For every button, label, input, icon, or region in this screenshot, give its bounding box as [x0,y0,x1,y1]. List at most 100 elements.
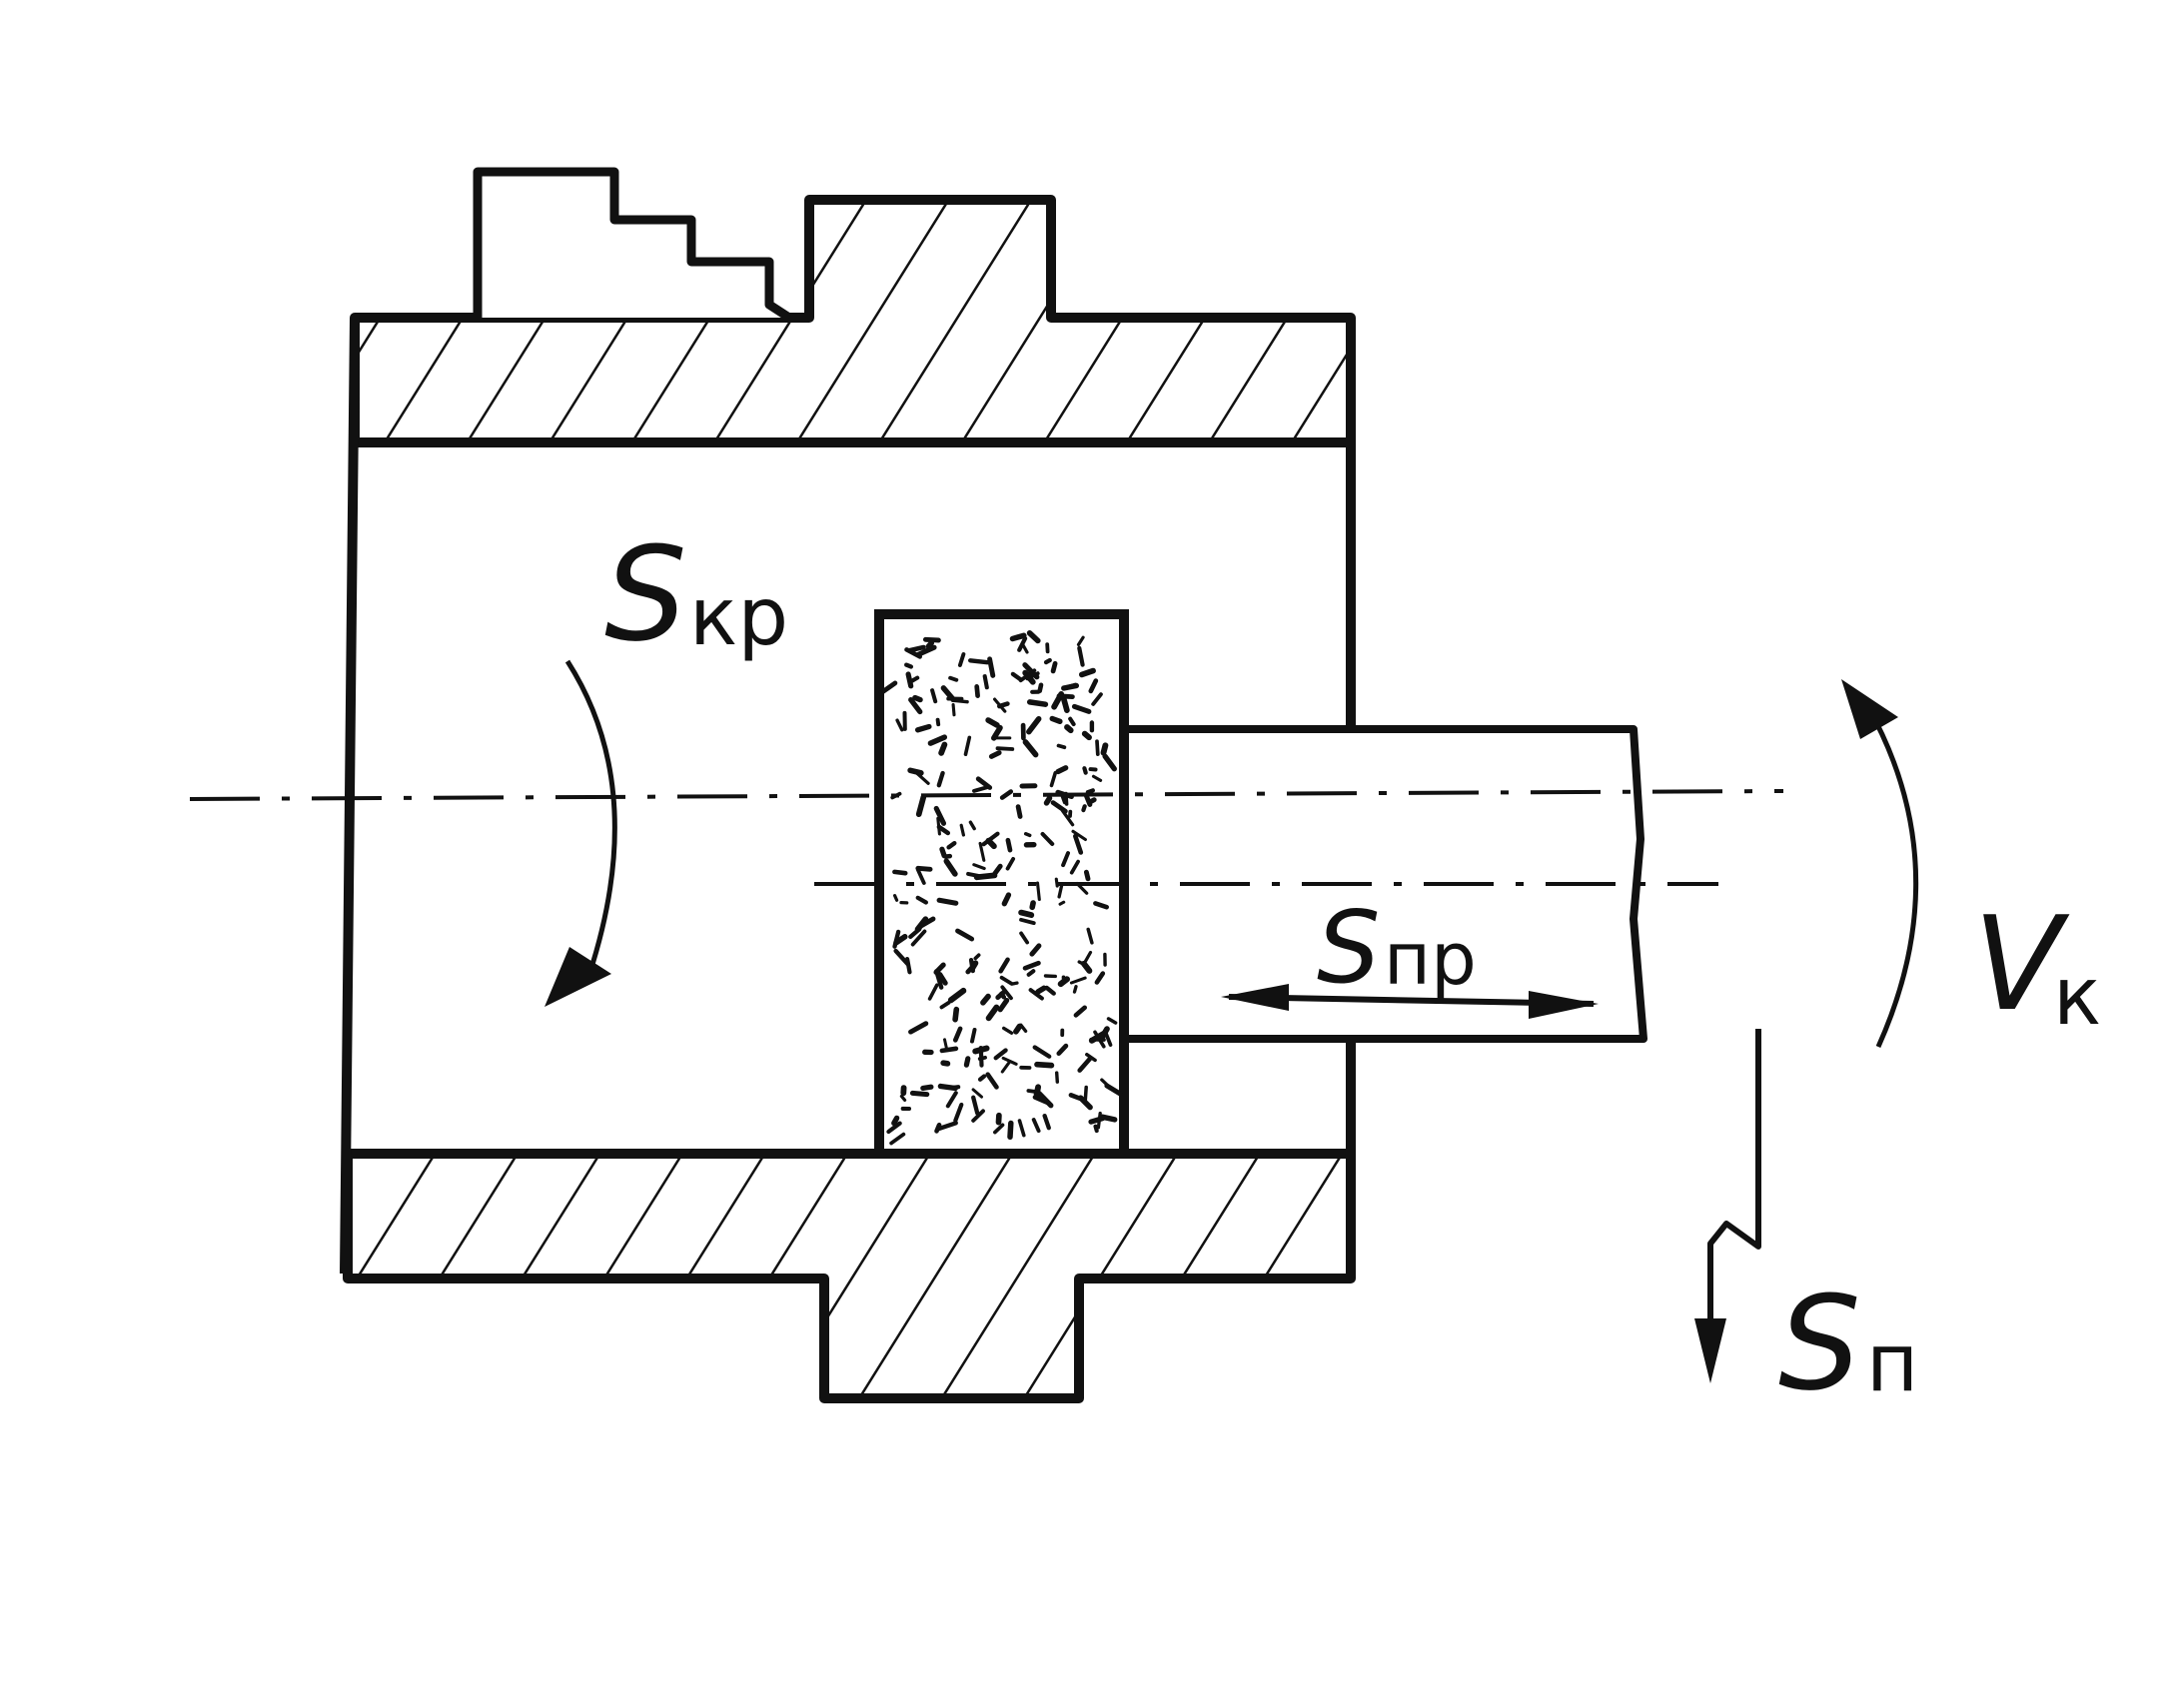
abrasive-grain [936,897,959,906]
abrasive-grain [1091,692,1103,706]
abrasive-grain [982,674,989,690]
abrasive-grain [1000,1060,1012,1074]
abrasive-grain [889,1132,906,1146]
abrasive-grain [988,750,1002,759]
abrasive-grain [1056,1043,1069,1057]
abrasive-grain [1100,1078,1111,1089]
label-plunge-feed-sub: п [1866,1316,1918,1409]
abrasive-grain [1081,804,1087,813]
abrasive-grain [1019,1023,1028,1033]
abrasive-grain [971,1109,985,1123]
abrasive-grain [893,948,910,967]
abrasive-grain [1078,667,1096,678]
abrasive-grain [1077,1056,1093,1073]
abrasive-grain [1022,739,1039,758]
abrasive-grain [993,1048,1008,1061]
abrasive-grain [947,987,967,1004]
abrasive-grain [955,928,975,942]
abrasive-grain [971,1088,983,1099]
abrasive-grain [972,1045,990,1055]
abrasive-grain [1093,901,1109,910]
abrasive-grain [899,1094,907,1103]
abrasive-grain [1026,1089,1037,1094]
abrasive-grain [957,652,966,667]
abrasive-grain [1029,900,1036,911]
abrasive-grain [909,1090,930,1098]
abrasive-grain [1069,976,1087,985]
abrasive-grain [1022,662,1040,680]
abrasive-grain [1091,774,1103,782]
abrasive-grain [963,1056,971,1068]
abrasive-grain [893,933,908,946]
abrasive-grain [968,820,976,831]
abrasive-grain [1043,657,1052,665]
abrasive-grain [1049,715,1063,724]
abrasive-grain [973,953,981,961]
abrasive-grain [1015,804,1023,819]
abrasive-grain [927,734,948,746]
abrasive-grain [933,962,946,975]
abrasive-grain [1087,797,1097,805]
abrasive-grain [1099,1114,1118,1123]
abrasive-grain [939,846,947,859]
abrasive-grain [1093,1124,1099,1134]
longitudinal-feed-arrowhead-right [1529,991,1599,1019]
label-longitudinal-feed: S пр [1317,889,1477,1006]
abrasive-grain [1013,1023,1023,1035]
stepped-clamp [473,167,792,322]
abrasive-grain [1029,943,1042,957]
abrasive-grain [1002,1026,1014,1035]
circular-feed-arrow [564,659,617,975]
abrasive-grain-texture [878,629,1123,1146]
abrasive-grain [1071,829,1087,842]
label-workpiece-speed: V к [1973,888,2101,1043]
abrasive-grain [925,640,935,649]
abrasive-grain [985,1072,999,1090]
abrasive-grain [936,770,945,788]
abrasive-grain [915,794,927,818]
abrasive-grain [985,717,1000,728]
abrasive-grain [940,685,956,703]
abrasive-grain [912,694,923,703]
abrasive-grain [1026,715,1042,735]
abrasive-grain [930,688,938,704]
abrasive-grain [943,858,958,877]
abrasive-grain [1009,632,1027,642]
abrasive-grain [920,1084,934,1092]
abrasive-grain [1017,1119,1026,1138]
abrasive-grain [1085,1052,1097,1063]
abrasive-grain [1019,931,1029,945]
abrasive-grain [946,841,957,850]
abrasive-grain [971,1095,980,1116]
abrasive-grain [1064,724,1074,734]
spindle-shaft [1124,725,1647,1043]
abrasive-grain [1058,900,1066,906]
abrasive-grain [973,872,998,881]
abrasive-grain [990,724,1003,741]
abrasive-grain [908,675,920,684]
abrasive-grain [1043,795,1053,806]
abrasive-grain [1085,788,1095,795]
abrasive-grain [951,703,956,717]
abrasive-grain [1088,678,1099,694]
abrasive-grain [981,831,1000,847]
plunge-feed-arrow [1707,1029,1761,1343]
abrasive-grain [1083,869,1091,882]
abrasive-grain [996,701,1010,709]
abrasive-grain [999,975,1014,986]
abrasive-grain [968,658,990,665]
abrasive-grain [952,1006,960,1023]
abrasive-grain [1023,832,1032,838]
abrasive-grain [1018,909,1035,918]
abrasive-grain [1055,765,1069,775]
abrasive-grain [940,1060,951,1067]
abrasive-grain [998,957,1010,974]
abrasive-grain [997,997,1010,1013]
abrasive-grain [1020,642,1029,654]
abrasive-grain [1056,693,1075,699]
abrasive-grain [1037,682,1044,694]
label-workpiece-speed-sub: к [2053,950,2101,1043]
abrasive-grain [1083,950,1093,963]
abrasive-grain [1073,1005,1087,1018]
abrasive-grain [1076,635,1085,647]
